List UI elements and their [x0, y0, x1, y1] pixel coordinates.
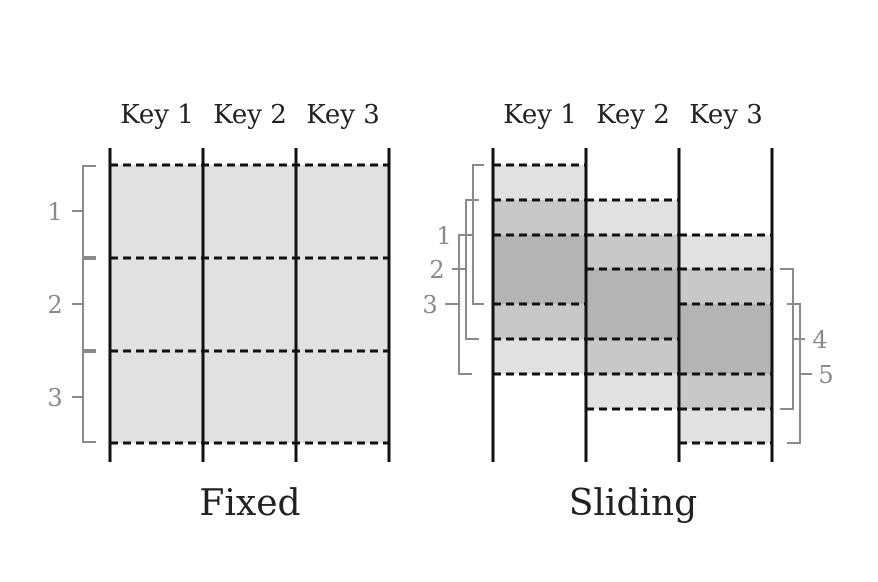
sliding-k2-medium-bottom [586, 339, 679, 374]
sliding-k3-light-top [679, 235, 772, 269]
sliding-key-2-label: Key 2 [596, 100, 670, 130]
sliding-key-1-label: Key 1 [503, 100, 577, 130]
fixed-key-3-label: Key 3 [306, 100, 380, 130]
sliding-k2-dark [586, 269, 679, 339]
sliding-window-3-label: 3 [422, 291, 437, 319]
fixed-bracket-3 [72, 351, 96, 443]
fixed-window-1-label: 1 [47, 198, 62, 226]
sliding-k1-light-top [493, 165, 586, 200]
sliding-window-1-label: 1 [436, 222, 451, 250]
sliding-k3-light-bottom [679, 409, 772, 443]
sliding-k2-medium-top [586, 235, 679, 269]
fixed-bracket-2 [72, 258, 96, 351]
fixed-shaded-area [110, 165, 390, 443]
fixed-bracket-1 [72, 165, 96, 258]
sliding-k2-light-bottom [586, 374, 679, 409]
fixed-dashed-boundaries [110, 163, 390, 445]
sliding-panel: Key 1 Key 2 Key 3 1 2 3 4 5 Sliding [422, 100, 833, 524]
sliding-bracket-4 [780, 268, 805, 410]
sliding-window-4-label: 4 [812, 326, 827, 354]
fixed-panel: Key 1 Key 2 Key 3 1 2 3 Fixed [47, 100, 391, 524]
sliding-k1-medium-bottom [493, 304, 586, 339]
sliding-bracket-5 [787, 303, 812, 444]
sliding-k3-medium-top [679, 269, 772, 304]
fixed-key-2-label: Key 2 [213, 100, 287, 130]
sliding-window-5-label: 5 [818, 361, 833, 389]
fixed-window-brackets [72, 165, 96, 443]
fixed-key-columns [108, 148, 391, 462]
sliding-right-brackets [780, 268, 812, 444]
sliding-bracket-2 [452, 199, 479, 340]
sliding-k1-medium-top [493, 200, 586, 235]
sliding-key-columns [491, 148, 774, 462]
sliding-caption: Sliding [569, 483, 697, 524]
fixed-key-1-label: Key 1 [120, 100, 194, 130]
sliding-left-brackets [445, 164, 484, 375]
fixed-window-3-label: 3 [47, 384, 62, 412]
sliding-k1-light-bottom [493, 339, 586, 374]
sliding-k1-dark [493, 235, 586, 304]
sliding-key-3-label: Key 3 [689, 100, 763, 130]
sliding-dashed-boundaries [493, 163, 772, 445]
fixed-caption: Fixed [199, 483, 300, 524]
sliding-k3-dark [679, 304, 772, 374]
fixed-window-2-label: 2 [47, 291, 62, 319]
sliding-bracket-3 [445, 234, 472, 375]
sliding-k2-light-top [586, 200, 679, 235]
sliding-window-2-label: 2 [429, 256, 444, 284]
sliding-k3-medium-bottom [679, 374, 772, 409]
